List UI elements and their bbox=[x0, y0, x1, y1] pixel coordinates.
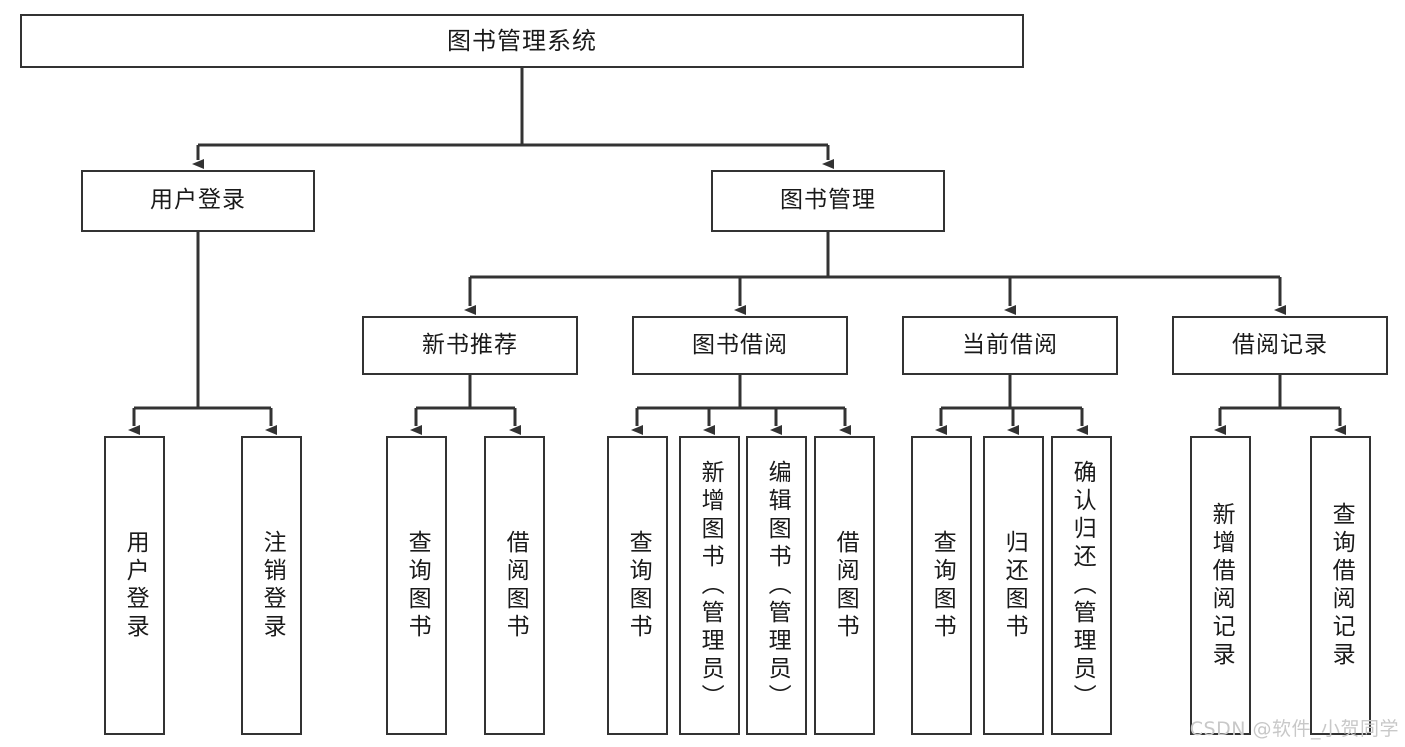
csdn-watermark: CSDN @软件_小贺同学 bbox=[1189, 718, 1399, 740]
node-user-login[interactable]: 用户登录 bbox=[81, 170, 315, 232]
leaf-confirm-return[interactable]: 确认归还（管理员） bbox=[1051, 436, 1112, 735]
node-current-borrow[interactable]: 当前借阅 bbox=[902, 316, 1118, 375]
node-book-management[interactable]: 图书管理 bbox=[711, 170, 945, 232]
leaf-add-book[interactable]: 新增图书（管理员） bbox=[679, 436, 740, 735]
leaf-query-borrow-record[interactable]: 查询借阅记录 bbox=[1310, 436, 1371, 735]
leaf-return-book[interactable]: 归还图书 bbox=[983, 436, 1044, 735]
leaf-borrow-book[interactable]: 借阅图书 bbox=[814, 436, 875, 735]
leaf-add-borrow-record[interactable]: 新增借阅记录 bbox=[1190, 436, 1251, 735]
node-borrow-record[interactable]: 借阅记录 bbox=[1172, 316, 1388, 375]
node-root[interactable]: 图书管理系统 bbox=[20, 14, 1024, 68]
node-book-borrow[interactable]: 图书借阅 bbox=[632, 316, 848, 375]
leaf-edit-book[interactable]: 编辑图书（管理员） bbox=[746, 436, 807, 735]
node-new-book-recommend[interactable]: 新书推荐 bbox=[362, 316, 578, 375]
leaf-query-book-current[interactable]: 查询图书 bbox=[911, 436, 972, 735]
leaf-query-book-borrow[interactable]: 查询图书 bbox=[607, 436, 668, 735]
leaf-user-logout[interactable]: 注销登录 bbox=[241, 436, 302, 735]
leaf-borrow-book-rec[interactable]: 借阅图书 bbox=[484, 436, 545, 735]
leaf-query-book-rec[interactable]: 查询图书 bbox=[386, 436, 447, 735]
leaf-user-login[interactable]: 用户登录 bbox=[104, 436, 165, 735]
